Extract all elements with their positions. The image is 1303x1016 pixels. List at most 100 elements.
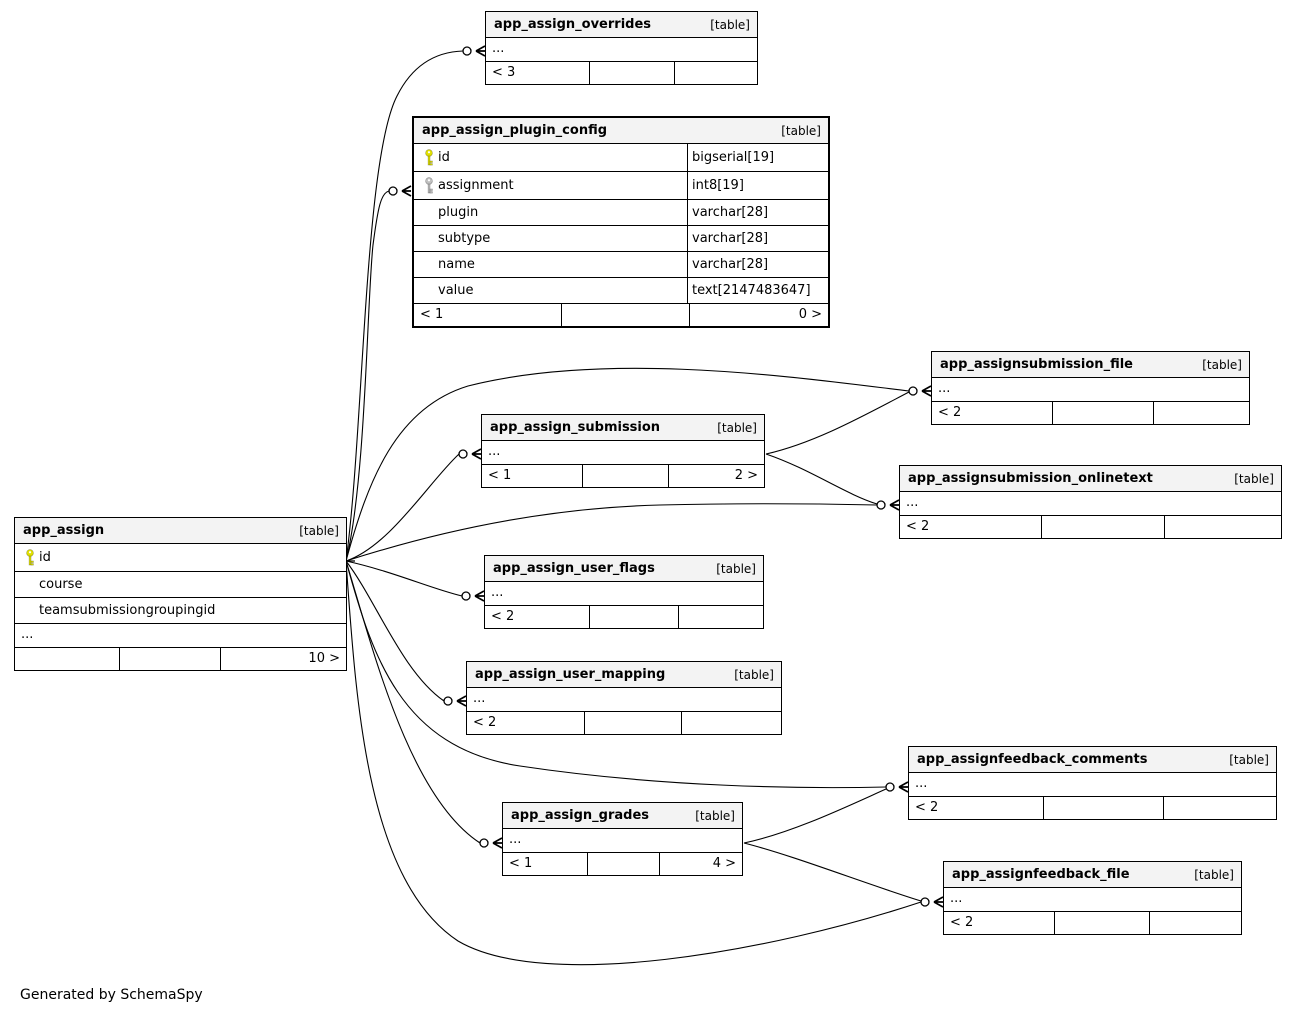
edge-assign-plugin [345, 190, 390, 562]
table-name[interactable]: app_assign_overrides [494, 17, 652, 32]
table-name[interactable]: app_assign_user_flags [493, 561, 655, 576]
table-footer: < 1 2 > [482, 465, 764, 487]
crowfoot-plugin [388, 185, 412, 197]
footer-parents: < 2 [950, 915, 974, 930]
collapsed-columns-row: ... [486, 38, 757, 62]
table-footer: < 3 [486, 62, 757, 84]
edge-assign-ffile [345, 560, 922, 966]
column-row-teamsubmissiongroupingid: teamsubmissiongroupingid [15, 598, 346, 624]
footer-mid [584, 712, 681, 734]
footer-parents: < 2 [906, 519, 930, 534]
table-app_assign_plugin_config[interactable]: app_assign_plugin_config [table] id bigs… [412, 116, 830, 328]
footer-children [1163, 797, 1276, 819]
column-type: int8[19] [687, 172, 828, 199]
foreign-key-icon [419, 177, 438, 194]
table-app_assignsubmission_file[interactable]: app_assignsubmission_file [table] ... < … [931, 351, 1250, 425]
column-type: text[2147483647] [687, 278, 828, 303]
footer-mid [1041, 516, 1164, 538]
footer-mid [1043, 797, 1163, 819]
table-tag: [table] [717, 420, 757, 435]
edge-assign-overrides [345, 50, 464, 562]
table-name[interactable]: app_assign_plugin_config [422, 123, 608, 138]
edge-submission-subfile [765, 391, 910, 455]
table-app_assign_submission[interactable]: app_assign_submission [table] ... < 1 2 … [481, 414, 765, 488]
table-footer: < 1 0 > [414, 304, 828, 326]
table-name[interactable]: app_assignsubmission_onlinetext [908, 471, 1153, 486]
table-tag: [table] [1234, 471, 1274, 486]
column-name: id [438, 150, 450, 165]
footer-children: 4 > [659, 853, 742, 875]
table-header: app_assignsubmission_file [table] [932, 352, 1249, 378]
footer-mid [1052, 402, 1153, 424]
edge-assign-flags [345, 560, 463, 597]
table-app_assign_user_mapping[interactable]: app_assign_user_mapping [table] ... < 2 [466, 661, 782, 735]
crowfoot-grades [479, 837, 503, 849]
footer-children [1153, 402, 1249, 424]
column-name: id [39, 550, 51, 565]
table-footer: < 2 [909, 797, 1276, 819]
column-row-assignment: assignment int8[19] [414, 172, 828, 200]
primary-key-icon [20, 549, 39, 566]
footer-mid [587, 853, 659, 875]
table-app_assign_overrides[interactable]: app_assign_overrides [table] ... < 3 [485, 11, 758, 85]
table-tag: [table] [716, 561, 756, 576]
column-type: varchar[28] [687, 226, 828, 251]
column-row-id: id [15, 544, 346, 572]
edge-assign-comments [345, 560, 887, 789]
edge-submission-onlinetext [765, 453, 878, 505]
table-name[interactable]: app_assign_grades [511, 808, 649, 823]
table-tag: [table] [710, 17, 750, 32]
table-app_assign_user_flags[interactable]: app_assign_user_flags [table] ... < 2 [484, 555, 764, 629]
table-header: app_assignsubmission_onlinetext [table] [900, 466, 1281, 492]
table-name[interactable]: app_assign [23, 523, 105, 538]
column-name: teamsubmissiongroupingid [39, 603, 216, 618]
table-name[interactable]: app_assignfeedback_comments [917, 752, 1148, 767]
crowfoot-overrides [462, 45, 486, 57]
table-tag: [table] [695, 808, 735, 823]
table-app_assignfeedback_file[interactable]: app_assignfeedback_file [table] ... < 2 [943, 861, 1242, 935]
crowfoot-comments [885, 781, 909, 793]
footer-parents: < 2 [938, 405, 962, 420]
collapsed-columns-row: ... [467, 688, 781, 712]
collapsed-columns-row: ... [909, 773, 1276, 797]
column-row-subtype: subtype varchar[28] [414, 226, 828, 252]
table-app_assign_grades[interactable]: app_assign_grades [table] ... < 1 4 > [502, 802, 743, 876]
column-name: subtype [438, 231, 491, 246]
table-name[interactable]: app_assign_submission [490, 420, 661, 435]
crowfoot-submission [458, 448, 482, 460]
column-type: varchar[28] [687, 200, 828, 225]
table-header: app_assign_plugin_config [table] [414, 118, 828, 144]
collapsed-columns-row: ... [932, 378, 1249, 402]
table-header: app_assignfeedback_comments [table] [909, 747, 1276, 773]
footer-mid [119, 648, 220, 670]
table-name[interactable]: app_assign_user_mapping [475, 667, 666, 682]
table-footer: < 2 [932, 402, 1249, 424]
table-footer: < 2 [944, 912, 1241, 934]
footer-parents [15, 648, 119, 670]
table-tag: [table] [299, 523, 339, 538]
table-app_assignsubmission_onlinetext[interactable]: app_assignsubmission_onlinetext [table] … [899, 465, 1282, 539]
edge-grades-ffile [743, 842, 922, 902]
table-footer: < 1 4 > [503, 853, 742, 875]
column-type: varchar[28] [687, 252, 828, 277]
table-tag: [table] [781, 123, 821, 138]
footer-children: 2 > [668, 465, 764, 487]
edge-assign-onlinetext [345, 503, 878, 562]
crowfoot-ffile [920, 896, 944, 908]
footer-parents: < 1 [509, 856, 533, 871]
collapsed-columns-row: ... [944, 888, 1241, 912]
collapsed-columns-row: ... [503, 829, 742, 853]
edge-paths [345, 50, 922, 966]
column-row-name: name varchar[28] [414, 252, 828, 278]
footer-parents: < 1 [488, 468, 512, 483]
footer-parents: < 1 [420, 307, 444, 322]
footer-parents: < 2 [915, 800, 939, 815]
collapsed-columns-row: ... [482, 441, 764, 465]
generator-note: Generated by SchemaSpy [20, 987, 203, 1003]
table-app_assign[interactable]: app_assign [table] id course teamsubmiss… [14, 517, 347, 671]
column-row-value: value text[2147483647] [414, 278, 828, 304]
table-app_assignfeedback_comments[interactable]: app_assignfeedback_comments [table] ... … [908, 746, 1277, 820]
table-name[interactable]: app_assignsubmission_file [940, 357, 1133, 372]
table-name[interactable]: app_assignfeedback_file [952, 867, 1130, 882]
